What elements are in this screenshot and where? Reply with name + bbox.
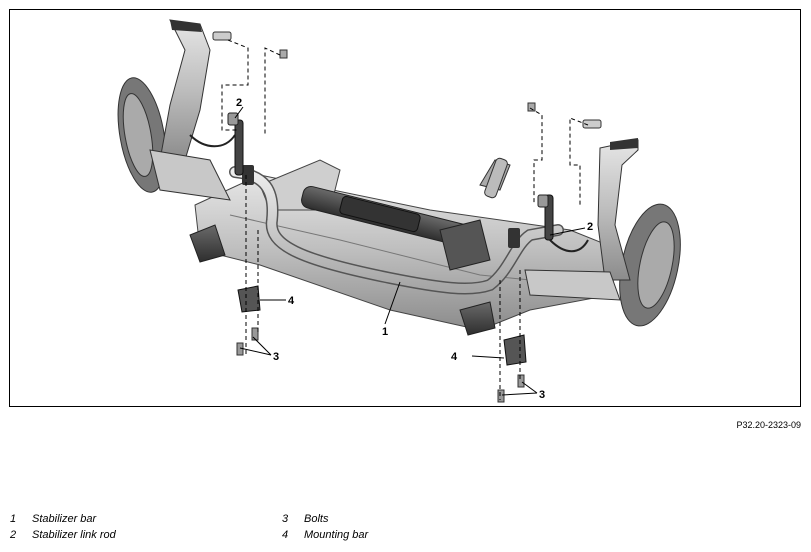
callout-1: 1 (382, 326, 388, 338)
callout-leaders (234, 106, 586, 396)
steering-rack (259, 157, 511, 271)
subframe (189, 174, 621, 336)
stabilizer-link-rod-right (537, 194, 554, 241)
stabilizer-link-rod-left (227, 112, 244, 176)
callout-4-right: 4 (451, 351, 458, 363)
mounting-bar-right (503, 334, 527, 366)
legend-item-1: 1 Stabilizer bar (10, 513, 96, 525)
exploded-view-illustration: 2 2 1 4 4 3 3 (9, 9, 801, 407)
legend-text: Stabilizer link rod (32, 529, 116, 541)
figure-reference-code: P32.20-2323-09 (736, 420, 801, 430)
legend-text: Mounting bar (304, 529, 369, 541)
bolt-parts (212, 31, 602, 403)
callout-4-left: 4 (288, 295, 295, 307)
legend-text: Bolts (304, 513, 329, 525)
legend-item-4: 4 Mounting bar (282, 529, 368, 541)
right-wheel-hub (524, 138, 681, 327)
callout-2-left: 2 (236, 97, 242, 109)
callout-2-right: 2 (587, 221, 593, 233)
assembly-dashed-lines (221, 39, 589, 400)
mounting-bar-left (237, 285, 261, 313)
callout-3-left: 3 (273, 351, 279, 363)
callout-3-right: 3 (539, 389, 545, 401)
legend-number: 3 (282, 513, 289, 525)
legend-number: 4 (282, 529, 289, 541)
legend-text: Stabilizer bar (32, 513, 97, 525)
left-wheel-hub (117, 19, 236, 201)
legend-number: 1 (10, 513, 17, 525)
legend-item-3: 3 Bolts (282, 513, 328, 525)
stabilizer-bar (229, 165, 564, 295)
legend-item-2: 2 Stabilizer link rod (10, 529, 116, 541)
legend-number: 2 (10, 529, 17, 541)
